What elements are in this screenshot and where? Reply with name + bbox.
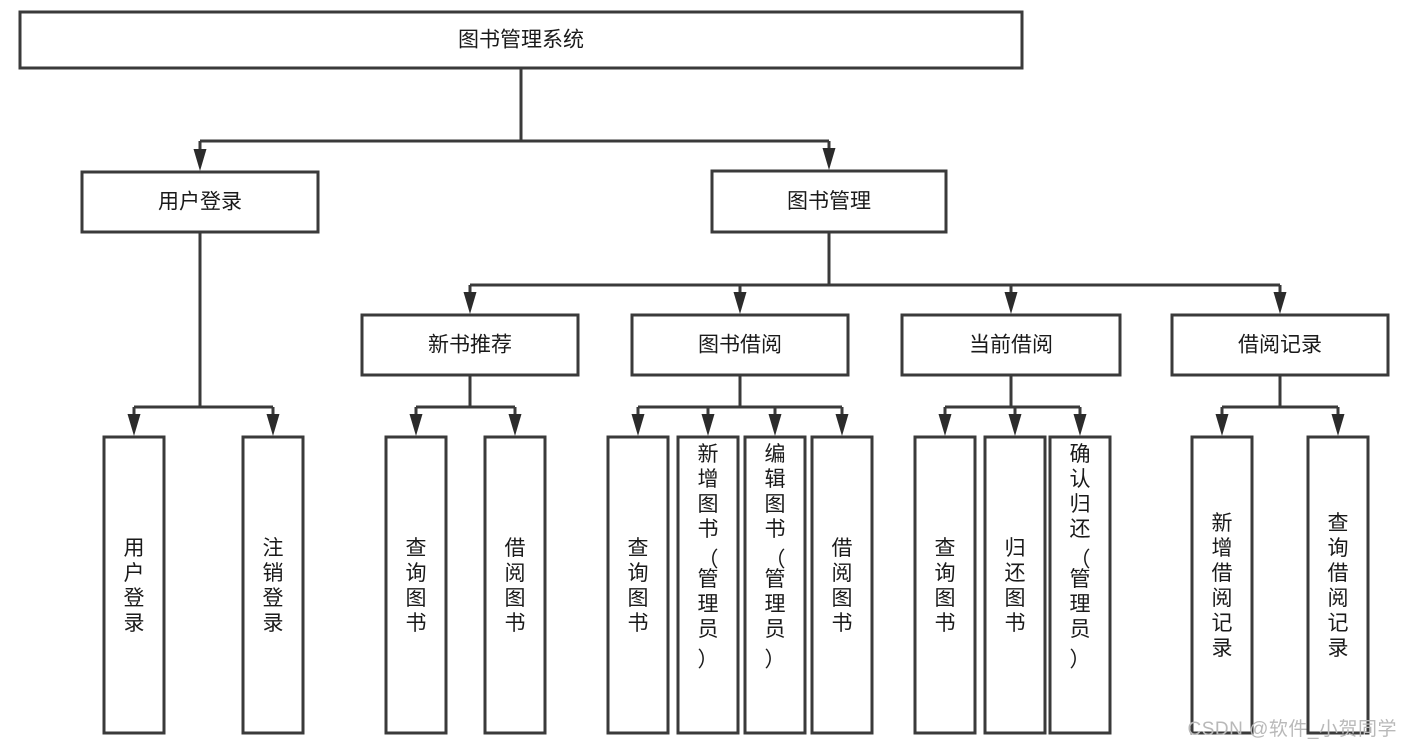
node-box[interactable] xyxy=(983,435,1047,735)
node-box[interactable] xyxy=(630,313,850,377)
node-box[interactable] xyxy=(743,435,807,735)
node-box[interactable] xyxy=(810,435,874,735)
node-label: 编辑图书（管理员） xyxy=(765,443,786,672)
node-box[interactable] xyxy=(483,435,547,735)
node-leaf-query-book-2[interactable]: 查询图书 xyxy=(606,435,670,735)
node-label: 查询图书 xyxy=(935,537,956,635)
arrow-head-icon xyxy=(409,414,423,436)
node-box[interactable] xyxy=(1306,435,1370,735)
node-book-borrow[interactable]: 图书借阅 xyxy=(630,313,850,377)
node-box[interactable] xyxy=(913,435,977,735)
node-new-book-recommend[interactable]: 新书推荐 xyxy=(360,313,580,377)
node-box[interactable] xyxy=(80,170,320,234)
node-label: 新增图书（管理员） xyxy=(698,443,719,672)
arrow-head-icon xyxy=(733,292,747,314)
node-leaf-borrow-book-2[interactable]: 借阅图书 xyxy=(810,435,874,735)
node-box[interactable] xyxy=(241,435,305,735)
node-borrow-record[interactable]: 借阅记录 xyxy=(1170,313,1390,377)
arrow-head-icon xyxy=(1331,414,1345,436)
arrow-head-icon xyxy=(266,414,280,436)
arrow-head-icon xyxy=(822,148,836,170)
node-label: 图书管理 xyxy=(787,190,871,213)
arrow-head-icon xyxy=(193,149,207,171)
node-label: 确认归还（管理员） xyxy=(1070,443,1091,672)
node-box[interactable] xyxy=(710,169,948,234)
node-label: 新书推荐 xyxy=(428,334,512,357)
arrow-head-icon xyxy=(463,292,477,314)
arrow-head-icon xyxy=(631,414,645,436)
arrow-head-icon xyxy=(1215,414,1229,436)
arrow-head-icon xyxy=(835,414,849,436)
node-user-login[interactable]: 用户登录 xyxy=(80,170,320,234)
arrow-head-icon xyxy=(768,414,782,436)
node-label: 查询图书 xyxy=(406,537,427,635)
arrow-head-icon xyxy=(127,414,141,436)
node-leaf-user-login[interactable]: 用户登录 xyxy=(102,435,166,735)
node-box[interactable] xyxy=(606,435,670,735)
node-box[interactable] xyxy=(18,10,1024,70)
arrow-head-icon xyxy=(701,414,715,436)
node-label: 当前借阅 xyxy=(969,334,1053,357)
node-leaf-query-book-3[interactable]: 查询图书 xyxy=(913,435,977,735)
node-label: 图书借阅 xyxy=(698,334,782,357)
node-box[interactable] xyxy=(102,435,166,735)
node-leaf-confirm-return[interactable]: 确认归还（管理员） xyxy=(1048,435,1112,735)
node-box[interactable] xyxy=(1170,313,1390,377)
node-leaf-borrow-book-1[interactable]: 借阅图书 xyxy=(483,435,547,735)
arrow-head-icon xyxy=(1073,414,1087,436)
node-label: 归还图书 xyxy=(1005,537,1026,635)
node-box[interactable] xyxy=(900,313,1122,377)
node-label: 查询图书 xyxy=(628,537,649,635)
node-label: 用户登录 xyxy=(158,191,242,214)
node-root[interactable]: 图书管理系统 xyxy=(18,10,1024,70)
node-leaf-query-book-1[interactable]: 查询图书 xyxy=(384,435,448,735)
node-label: 注销登录 xyxy=(263,537,284,635)
node-leaf-user-logout[interactable]: 注销登录 xyxy=(241,435,305,735)
node-box[interactable] xyxy=(1190,435,1254,735)
node-label: 图书管理系统 xyxy=(458,29,584,52)
node-box[interactable] xyxy=(676,435,740,735)
connector-layer xyxy=(127,68,1345,436)
node-layer: 图书管理系统用户登录图书管理新书推荐图书借阅当前借阅借阅记录用户登录注销登录查询… xyxy=(18,10,1390,735)
node-leaf-edit-book[interactable]: 编辑图书（管理员） xyxy=(743,435,807,735)
arrow-head-icon xyxy=(508,414,522,436)
node-label: 查询借阅记录 xyxy=(1328,512,1349,660)
node-leaf-return-book[interactable]: 归还图书 xyxy=(983,435,1047,735)
node-leaf-query-borrow-record[interactable]: 查询借阅记录 xyxy=(1306,435,1370,735)
node-box[interactable] xyxy=(1048,435,1112,735)
arrow-head-icon xyxy=(1273,292,1287,314)
node-leaf-add-borrow-record[interactable]: 新增借阅记录 xyxy=(1190,435,1254,735)
node-current-borrow[interactable]: 当前借阅 xyxy=(900,313,1122,377)
arrow-head-icon xyxy=(1008,414,1022,436)
arrow-head-icon xyxy=(1004,292,1018,314)
node-label: 借阅图书 xyxy=(505,537,526,635)
node-label: 借阅记录 xyxy=(1238,334,1322,357)
node-label: 借阅图书 xyxy=(832,537,853,635)
arrow-head-icon xyxy=(938,414,952,436)
node-label: 用户登录 xyxy=(124,537,145,635)
node-label: 新增借阅记录 xyxy=(1212,512,1233,660)
node-box[interactable] xyxy=(360,313,580,377)
node-leaf-add-book[interactable]: 新增图书（管理员） xyxy=(676,435,740,735)
node-book-management[interactable]: 图书管理 xyxy=(710,169,948,234)
node-box[interactable] xyxy=(384,435,448,735)
